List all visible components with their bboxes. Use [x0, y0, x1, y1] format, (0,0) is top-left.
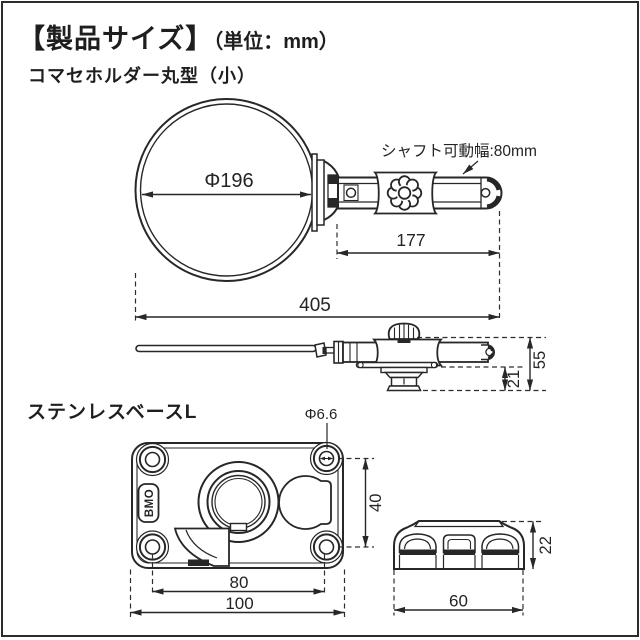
logo-text: BMO — [144, 489, 156, 517]
dim-hole-pitch-vertical: 40 — [338, 457, 385, 548]
dim-hole-pitch-horizontal: 80 — [151, 553, 326, 596]
center-socket — [197, 461, 280, 543]
dim-side-height: 22 — [529, 521, 555, 569]
base-product-name: ステンレスベースL — [27, 402, 198, 423]
base-plan-view: BMO Φ6.6 40 80 — [129, 406, 385, 617]
dim-overall-length: 405 — [134, 273, 500, 322]
page-title-main: 【製品サイズ】 — [18, 24, 214, 54]
overall-height-label: 55 — [531, 351, 549, 369]
dim-shaft-length: 177 — [336, 211, 501, 321]
hole-diameter-label: Φ6.6 — [305, 406, 338, 423]
star-knob — [386, 175, 423, 211]
callout-hole-diameter: Φ6.6 — [305, 406, 338, 461]
dim-ring-diameter: Φ196 — [142, 170, 311, 198]
holder-product-name: コマセホルダー丸型（小） — [28, 66, 256, 86]
overall-length-label: 405 — [299, 295, 331, 316]
dim-side-width: 60 — [394, 592, 523, 614]
knob-side — [387, 322, 421, 343]
holder-side-view: 21 55 — [135, 322, 549, 392]
ring-diameter-label: Φ196 — [204, 170, 253, 192]
dim-mount-height: 21 — [501, 367, 523, 391]
mount-height-label: 21 — [505, 370, 523, 388]
shaft-length-label: 177 — [396, 230, 425, 250]
side-height-label: 22 — [537, 536, 555, 554]
holder-top-view: Φ196 シャフト可動幅:80mm 177 405 — [134, 98, 537, 322]
dim-overall-height: 55 — [526, 337, 549, 391]
hole-pitch-horizontal-label: 80 — [230, 573, 249, 592]
release-lever — [173, 527, 230, 567]
logo-badge: BMO — [137, 483, 160, 523]
shaft-stroke-label: シャフト可動幅:80mm — [381, 142, 537, 160]
plate-width-label: 100 — [225, 594, 253, 613]
side-width-label: 60 — [449, 592, 468, 611]
hole-pitch-vertical-label: 40 — [367, 494, 385, 512]
page-title: 【製品サイズ】（単位：mm） — [18, 17, 339, 56]
page-title-unit: （単位：mm） — [213, 31, 339, 53]
shaft-stroke-annotation: シャフト可動幅:80mm — [381, 142, 537, 175]
dim-plate-width: 100 — [129, 569, 346, 617]
base-side-view: 22 60 — [393, 520, 555, 616]
d-cutout — [278, 475, 332, 530]
